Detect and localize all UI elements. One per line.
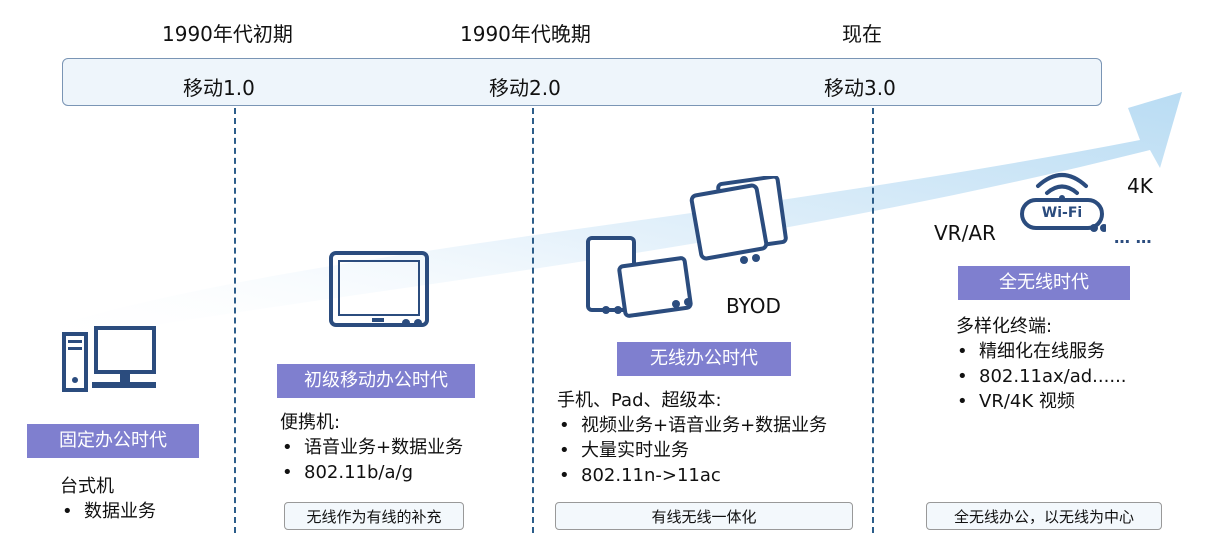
wifi-icon [1020, 173, 1106, 232]
note-wired-wireless-integration: 有线无线一体化 [555, 502, 853, 530]
period-early-1990s: 1990年代初期 [162, 22, 293, 46]
laptop-icon [329, 251, 429, 327]
list-item: 精细化在线服务 [951, 339, 1127, 364]
initial-device-label: 便携机: [280, 412, 341, 433]
divider-1 [234, 108, 236, 533]
list-item: 802.11n->11ac [553, 463, 827, 488]
wifi-label: Wi-Fi [1041, 205, 1083, 221]
initial-bullets: 语音业务+数据业务 802.11b/a/g [276, 435, 463, 485]
divider-2 [532, 108, 534, 533]
list-item: 大量实时业务 [553, 438, 827, 463]
desktop-computer-icon [62, 326, 156, 392]
stage-mobile-1: 移动1.0 [183, 76, 255, 100]
tag-fixed-office-era: 固定办公时代 [27, 424, 199, 458]
wireless-bullets: 视频业务+语音业务+数据业务 大量实时业务 802.11n->11ac [553, 413, 827, 488]
all-wireless-bullets: 精细化在线服务 802.11ax/ad...... VR/4K 视频 [951, 339, 1127, 414]
note-wireless-centric: 全无线办公，以无线为中心 [926, 502, 1162, 530]
list-item: 802.11b/a/g [276, 460, 463, 485]
wireless-device-label: 手机、Pad、超级本: [557, 390, 722, 411]
timeline-bar [62, 58, 1102, 106]
all-wireless-device-label: 多样化终端: [956, 316, 1053, 337]
tag-wireless-office-era: 无线办公时代 [617, 342, 791, 376]
tablets-icon [586, 176, 788, 318]
list-item: 802.11ax/ad...... [951, 364, 1127, 389]
stage-mobile-3: 移动3.0 [824, 76, 896, 100]
tag-initial-mobile-era: 初级移动办公时代 [277, 364, 475, 398]
list-item: 视频业务+语音业务+数据业务 [553, 413, 827, 438]
label-4k: 4K [1127, 174, 1153, 198]
stage-mobile-2: 移动2.0 [489, 76, 561, 100]
period-now: 现在 [842, 22, 882, 46]
note-wireless-supplement: 无线作为有线的补充 [284, 502, 464, 530]
fixed-bullets: 数据业务 [56, 499, 156, 524]
label-vr-ar: VR/AR [934, 221, 996, 245]
fixed-device-label: 台式机 [60, 476, 114, 497]
period-late-1990s: 1990年代晚期 [460, 22, 591, 46]
list-item: VR/4K 视频 [951, 389, 1127, 414]
byod-label: BYOD [726, 294, 781, 318]
divider-3 [872, 108, 874, 533]
list-item: 语音业务+数据业务 [276, 435, 463, 460]
tag-all-wireless-era: 全无线时代 [958, 266, 1130, 300]
ellipsis-label: … … [1114, 228, 1152, 247]
list-item: 数据业务 [56, 499, 156, 524]
